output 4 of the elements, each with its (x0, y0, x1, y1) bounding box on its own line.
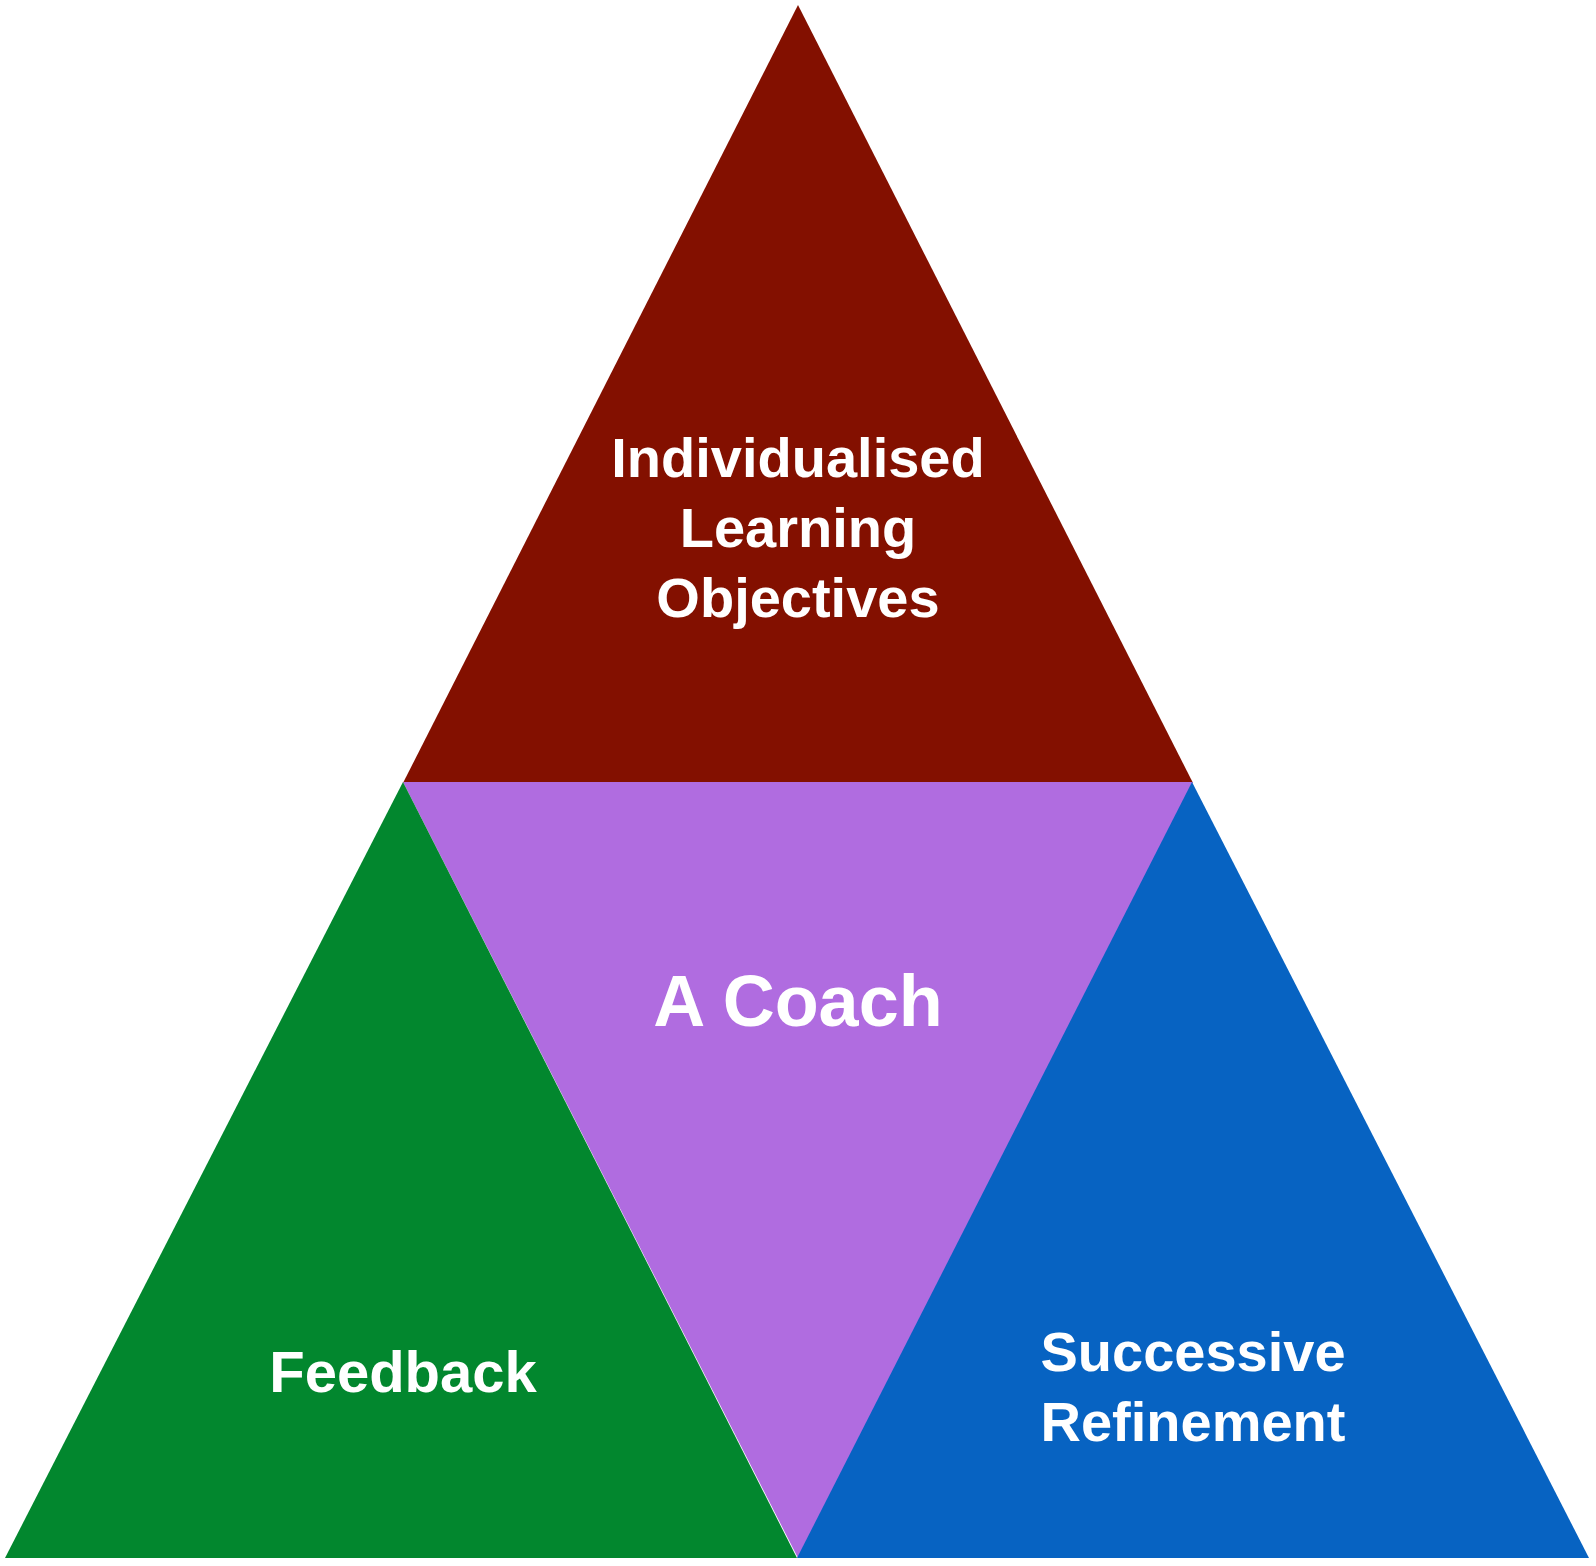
segment-label: Feedback (268, 1338, 538, 1406)
segment-label: Successive Refinement (1039, 1319, 1347, 1455)
segment-label: Individualised Learning Objectives (610, 425, 986, 631)
segment-label: A Coach (652, 961, 944, 1041)
